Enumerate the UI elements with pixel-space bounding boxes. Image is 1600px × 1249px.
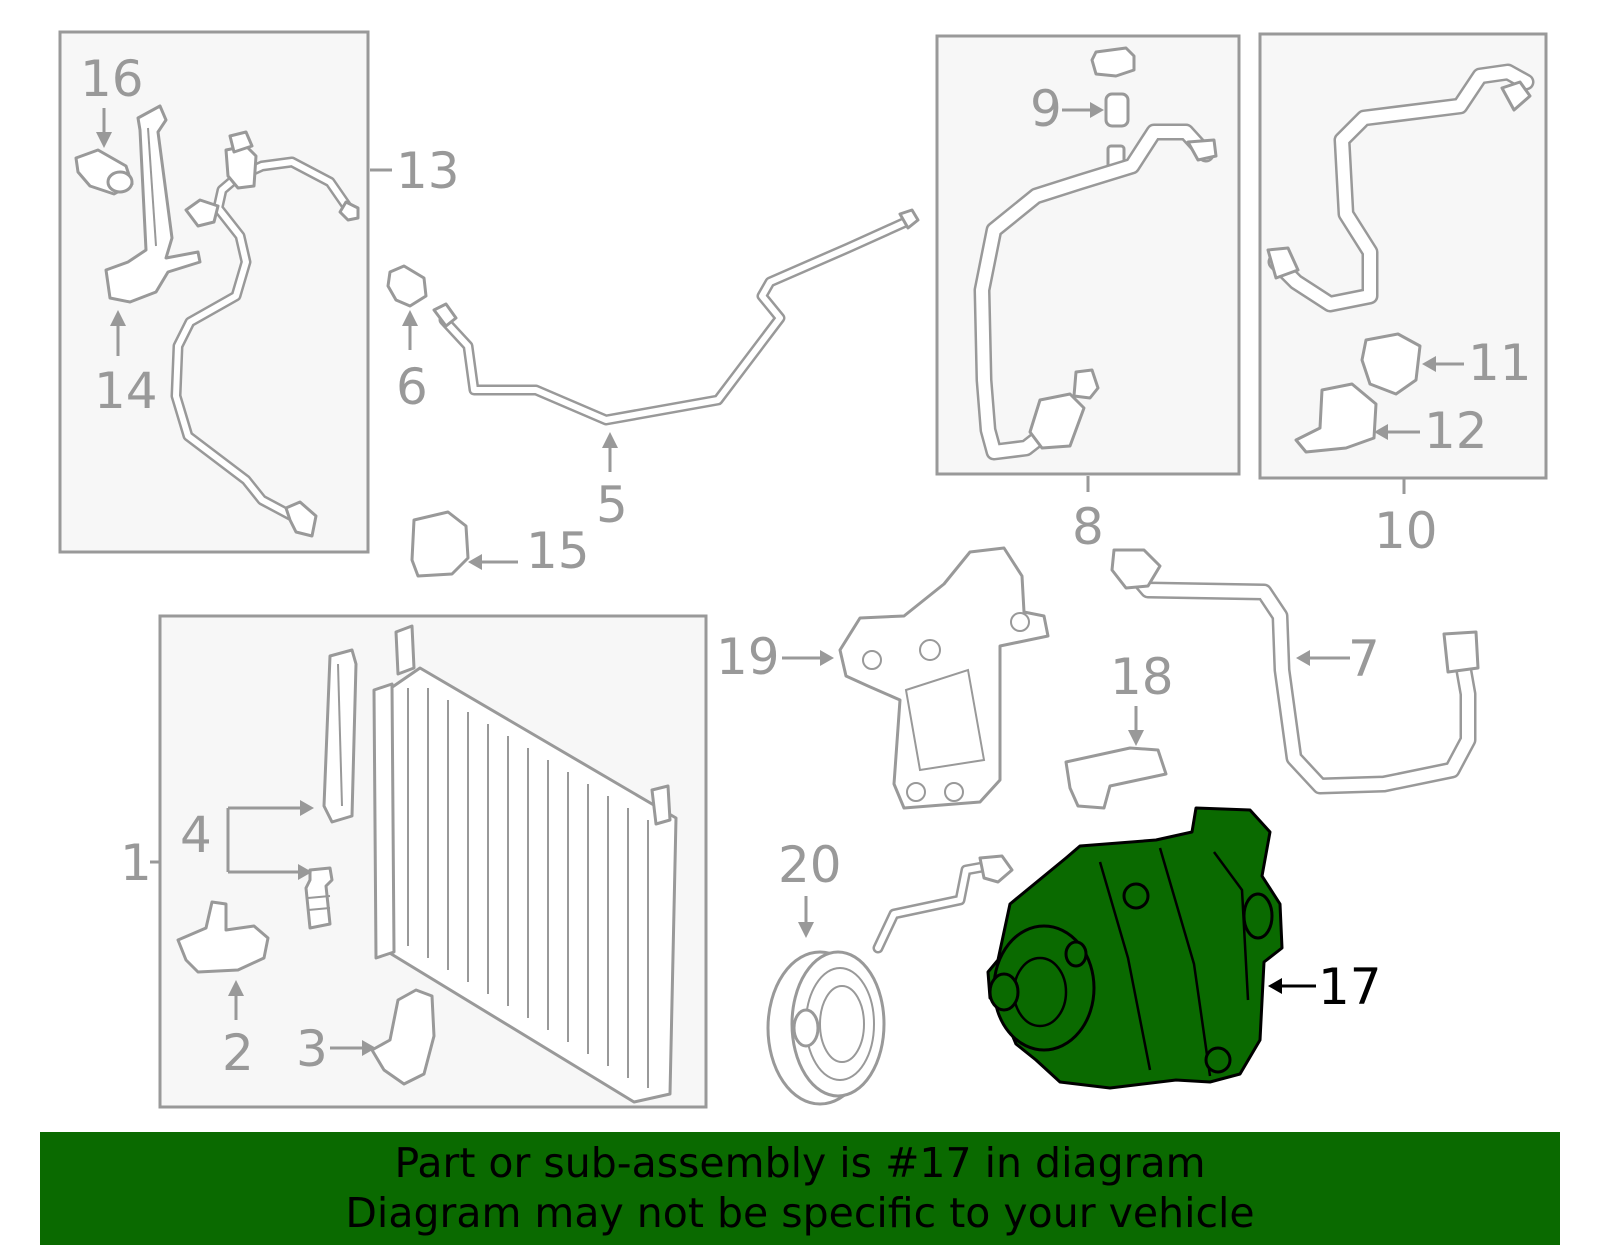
part-5-discharge-line[interactable]: [432, 208, 920, 426]
svg-text:7: 7: [1348, 630, 1380, 688]
part-3-bracket[interactable]: [370, 988, 436, 1086]
part-20-clutch[interactable]: [766, 854, 1014, 1106]
callout-9: 9: [1030, 80, 1104, 138]
callout-10: 10: [1374, 478, 1438, 560]
svg-text:20: 20: [778, 836, 842, 894]
part-16-pressure-switch[interactable]: [74, 148, 134, 196]
part-9-valve-cap[interactable]: [1090, 46, 1136, 170]
part-15-bracket[interactable]: [410, 510, 470, 578]
svg-text:17: 17: [1318, 958, 1382, 1016]
callout-18: 18: [1110, 648, 1174, 746]
svg-text:4: 4: [180, 806, 212, 864]
svg-text:9: 9: [1030, 80, 1062, 138]
part-11-clip[interactable]: [1360, 332, 1422, 396]
callout-3: 3: [296, 1020, 376, 1078]
callout-14: 14: [94, 310, 158, 420]
callout-16: 16: [80, 50, 144, 148]
part-1-condenser[interactable]: [372, 624, 678, 1104]
group-box-13: [58, 30, 370, 554]
banner-line-part: Part or sub-assembly is #17 in diagram: [394, 1139, 1206, 1187]
callout-13: 13: [370, 142, 460, 200]
callout-17: 17: [1268, 958, 1382, 1016]
callout-12: 12: [1374, 402, 1488, 460]
info-banner: Part or sub-assembly is #17 in diagram D…: [40, 1132, 1560, 1245]
svg-text:5: 5: [596, 476, 628, 534]
svg-text:6: 6: [396, 358, 428, 416]
banner-line-disclaimer: Diagram may not be specific to your vehi…: [345, 1189, 1255, 1237]
callout-11: 11: [1422, 334, 1532, 392]
callout-1: 1: [120, 834, 160, 892]
part-18-bracket[interactable]: [1064, 746, 1168, 810]
part-10-hose[interactable]: [1266, 63, 1535, 313]
svg-text:15: 15: [526, 522, 590, 580]
callout-7: 7: [1296, 630, 1380, 688]
part-19-bracket[interactable]: [838, 546, 1050, 810]
svg-text:13: 13: [396, 142, 460, 200]
svg-text:8: 8: [1072, 498, 1104, 556]
svg-text:14: 14: [94, 362, 158, 420]
part-2-bracket[interactable]: [176, 900, 270, 974]
callout-6: 6: [396, 310, 428, 416]
svg-text:3: 3: [296, 1020, 328, 1078]
part-17-compressor[interactable]: [986, 806, 1284, 1090]
group-box-10: [1258, 32, 1548, 480]
callout-19: 19: [716, 628, 834, 686]
part-13-liquid-line[interactable]: [170, 130, 360, 538]
svg-text:10: 10: [1374, 502, 1438, 560]
part-8-suction-hose[interactable]: [973, 123, 1218, 461]
callout-20: 20: [778, 836, 842, 938]
part-4-seal[interactable]: [304, 648, 358, 930]
svg-text:19: 19: [716, 628, 780, 686]
part-6-clip[interactable]: [386, 264, 428, 308]
callout-8: 8: [1072, 476, 1104, 556]
svg-text:11: 11: [1468, 334, 1532, 392]
callout-15: 15: [468, 522, 590, 580]
callout-5: 5: [596, 432, 628, 534]
callout-4: 4: [180, 800, 314, 880]
part-12-bracket[interactable]: [1294, 382, 1378, 454]
svg-text:16: 16: [80, 50, 144, 108]
part-14-bracket[interactable]: [104, 104, 202, 304]
svg-text:18: 18: [1110, 648, 1174, 706]
callout-2: 2: [222, 980, 254, 1082]
svg-text:2: 2: [222, 1024, 254, 1082]
svg-text:1: 1: [120, 834, 152, 892]
part-7-hose[interactable]: [1110, 548, 1480, 795]
svg-text:12: 12: [1424, 402, 1488, 460]
